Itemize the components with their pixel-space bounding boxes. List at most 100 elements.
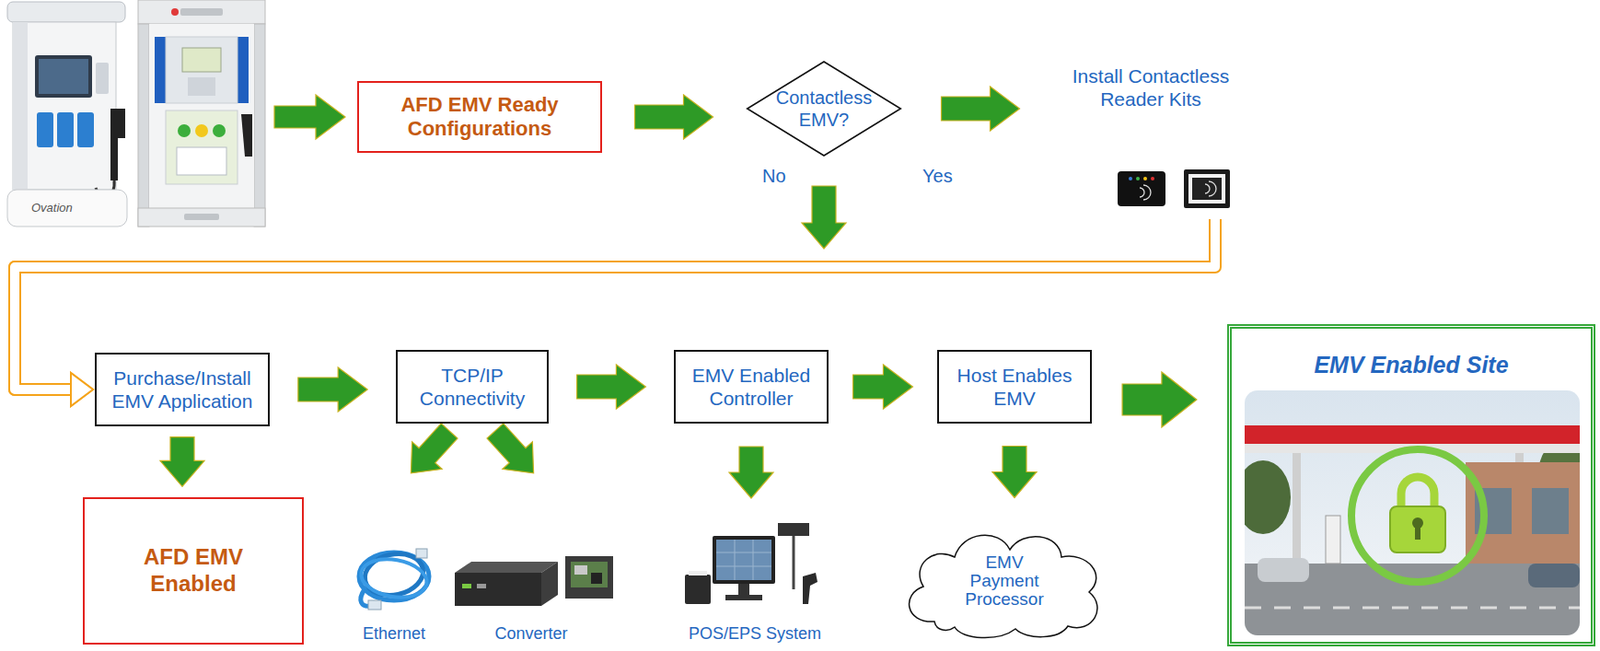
- gas-station-photo-part: [1401, 476, 1435, 509]
- contactless-reader: [1183, 169, 1230, 209]
- flow-arrow: [729, 446, 774, 499]
- ethernet-cable: [358, 548, 430, 610]
- fuel-dispenser-part: [180, 8, 223, 16]
- flow-arrow: [298, 367, 368, 412]
- pos-terminal-part: [802, 572, 818, 604]
- gas-station-photo-part: [1325, 515, 1341, 564]
- gas-station-photo-part: [1390, 506, 1446, 553]
- ethernet-cable-part: [358, 554, 430, 603]
- flow-arrow: [160, 437, 205, 487]
- flow-arrow: [635, 94, 714, 140]
- flow-arrow: [486, 423, 534, 474]
- fuel-dispenser-part: [187, 77, 216, 96]
- config-box: AFD EMV Ready Configurations: [357, 81, 603, 153]
- contactless-reader-part: [1192, 177, 1222, 200]
- fuel-dispenser-part: [7, 1, 126, 23]
- gas-station-photo-part: [1244, 606, 1580, 610]
- flow-arrow: [1122, 371, 1197, 428]
- gas-station-photo-part: [1244, 425, 1580, 444]
- gas-station-photo: [1244, 390, 1580, 636]
- fuel-dispenser-part: [34, 55, 93, 98]
- fuel-dispenser-part: [182, 47, 221, 72]
- converter-device-part: [570, 561, 608, 588]
- fuel-dispenser-part: [149, 23, 255, 209]
- flow-arrow: [992, 446, 1037, 499]
- decision-diamond: Contactless EMV?: [745, 60, 903, 157]
- flow-arrow: [410, 423, 458, 474]
- process-box: TCP/IP Connectivity: [395, 349, 549, 424]
- flow-arrow: [801, 185, 847, 249]
- fuel-dispenser-part: [154, 36, 166, 104]
- contactless-reader-part: [1183, 169, 1230, 209]
- fuel-dispenser-part: [195, 124, 209, 138]
- flow-arrow: [486, 423, 534, 474]
- flow-arrow: [853, 364, 914, 409]
- branch-label: Yes: [920, 165, 955, 187]
- fuel-dispenser-part: [12, 22, 28, 190]
- contactless-reader-part: [1136, 176, 1140, 181]
- flow-arrow: [853, 364, 914, 409]
- fuel-dispenser-part: [95, 62, 109, 94]
- pos-terminal-part: [716, 539, 772, 580]
- flow-arrow: [577, 364, 647, 409]
- node-text: EMV Payment Processor: [958, 553, 1051, 609]
- flow-arrow: [729, 446, 774, 499]
- flow-arrow: [941, 86, 1021, 131]
- node-text: EMV Enabled Site: [1313, 350, 1508, 379]
- fuel-dispenser-part: [38, 58, 89, 94]
- device-item: Ethernet: [347, 532, 441, 649]
- fuel-dispenser-part: [176, 147, 227, 175]
- fuel-dispenser: [138, 0, 266, 227]
- pos-terminal-part: [716, 539, 772, 580]
- gas-station-photo-part: [1351, 449, 1485, 582]
- converter-device-part: [476, 583, 487, 589]
- contactless-reader-part: [1117, 171, 1166, 207]
- node-text: EMV Enabled Controller: [681, 363, 822, 410]
- pos-terminal: [684, 522, 818, 604]
- return-band-head: [70, 372, 93, 406]
- node-text: POS/EPS System: [688, 624, 822, 645]
- process-box: EMV Enabled Controller: [673, 349, 829, 424]
- node-text: Converter: [494, 624, 568, 645]
- gas-station-photo-part: [1244, 390, 1580, 636]
- flow-arrow: [635, 94, 714, 140]
- fuel-dispenser-part: [177, 124, 191, 138]
- fuel-dispenser-part: [57, 112, 74, 148]
- flow-arrow: [298, 367, 368, 412]
- node-text: TCP/IP Connectivity: [403, 363, 542, 410]
- device-item: Converter: [443, 543, 619, 649]
- process-box: Host Enables EMV: [937, 349, 1092, 424]
- flow-arrow: [941, 86, 1021, 131]
- fuel-dispenser-part: [171, 8, 179, 16]
- pos-terminal-part: [777, 522, 810, 536]
- converter-device-part: [541, 561, 558, 606]
- gas-station-photo-part: [1244, 460, 1291, 534]
- gas-station-photo-part: [1292, 452, 1301, 575]
- converter-device-part: [454, 561, 558, 573]
- fuel-dispenser-part: [36, 112, 54, 148]
- fuel-dispenser-part: [212, 124, 226, 138]
- gas-station-photo-part: [1257, 557, 1310, 582]
- ethernet-cable-part: [416, 548, 428, 558]
- diamond-outline: [745, 60, 903, 157]
- flow-arrow: [1122, 371, 1197, 428]
- flow-arrow: [577, 364, 647, 409]
- gas-station-photo-part: [1528, 563, 1580, 588]
- fuel-dispenser-part: [254, 23, 266, 227]
- fuel-dispenser-part: [165, 110, 238, 185]
- pos-terminal-part: [688, 570, 708, 576]
- converter-device: [454, 556, 614, 606]
- process-box: Purchase/Install EMV Application: [94, 352, 270, 427]
- node-text: Ethernet: [362, 624, 426, 645]
- flow-arrow: [160, 437, 205, 487]
- pos-terminal-part: [684, 574, 711, 604]
- gas-station-photo-part: [1531, 487, 1569, 534]
- node-text: AFD EMV Ready Configurations: [368, 92, 592, 142]
- node-text: Contactless EMV?: [768, 86, 880, 131]
- node-text: Install Contactless Reader Kits: [1058, 64, 1243, 111]
- fuel-dispenser-part: [7, 189, 128, 227]
- fuel-dispenser-part: [138, 23, 150, 227]
- fuel-dispenser-part: [184, 213, 220, 221]
- pos-terminal-part: [738, 583, 750, 595]
